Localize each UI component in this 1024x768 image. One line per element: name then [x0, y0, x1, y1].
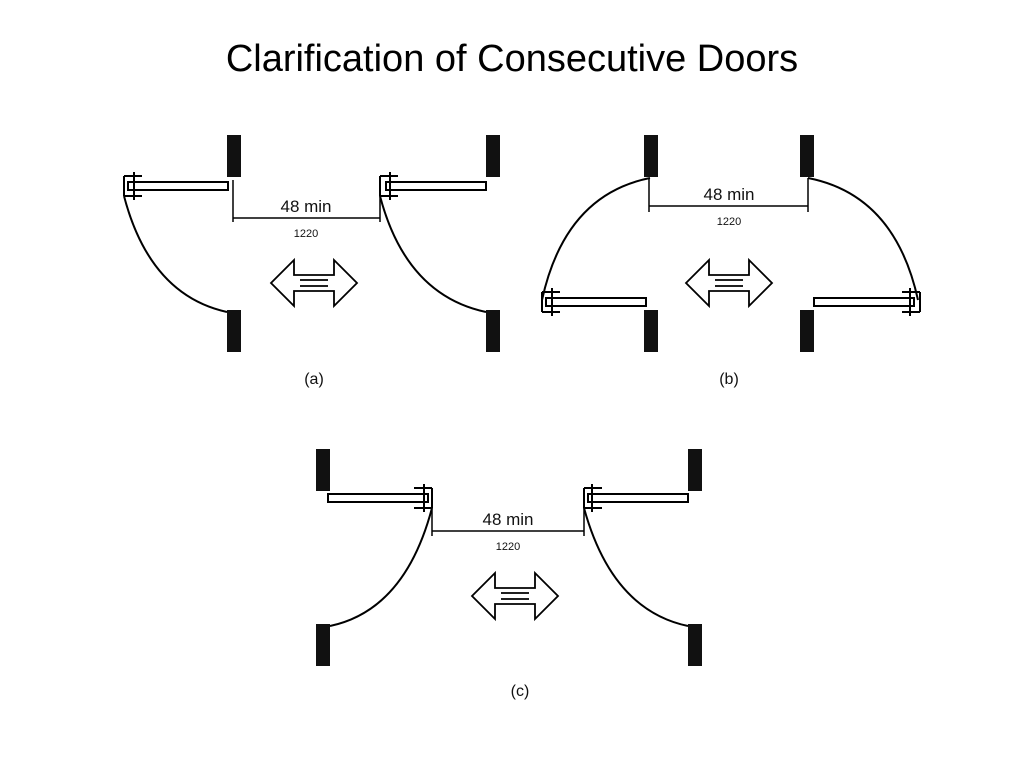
wall-a-right-top — [486, 135, 500, 177]
wall-c-left-bottom — [316, 624, 330, 666]
dimension-b — [648, 178, 809, 212]
dimension-b-metric: 1220 — [717, 216, 741, 228]
swing-c-right — [583, 507, 689, 627]
arrow-a — [269, 257, 359, 309]
dimension-a — [232, 180, 381, 222]
door-a-left — [127, 181, 229, 191]
door-b-left — [545, 297, 647, 307]
swing-b-right — [807, 177, 919, 301]
wall-c-right-bottom — [688, 624, 702, 666]
swing-a-left — [123, 195, 228, 313]
door-c-left-hinge — [414, 484, 433, 512]
wall-c-right-top — [688, 449, 702, 491]
wall-b-right-bottom — [800, 310, 814, 352]
door-a-right-hinge — [379, 172, 398, 200]
wall-c-left-top — [316, 449, 330, 491]
door-a-right — [385, 181, 487, 191]
dimension-a-label: 48 min — [280, 197, 331, 216]
caption-b: (b) — [719, 371, 739, 388]
diagram-b — [541, 135, 921, 352]
wall-b-right-top — [800, 135, 814, 177]
wall-a-right-bottom — [486, 310, 500, 352]
door-b-left-hinge — [541, 288, 560, 316]
dimension-c — [431, 508, 585, 536]
page-title: Clarification of Consecutive Doors — [225, 38, 799, 80]
arrow-c — [470, 570, 560, 622]
swing-c-left — [329, 507, 433, 627]
diagram-a — [123, 135, 500, 352]
door-a-left-hinge — [123, 172, 142, 200]
swing-a-right — [379, 195, 487, 313]
door-c-left — [327, 493, 429, 503]
dimension-c-label: 48 min — [482, 510, 533, 529]
door-c-right-hinge — [583, 484, 602, 512]
door-b-right-hinge — [902, 288, 921, 316]
door-b-right — [813, 297, 915, 307]
door-c-right — [587, 493, 689, 503]
dimension-c-metric: 1220 — [496, 541, 520, 553]
diagram-c — [316, 449, 702, 666]
caption-a: (a) — [304, 371, 324, 388]
dimension-a-metric: 1220 — [294, 228, 318, 240]
wall-b-left-top — [644, 135, 658, 177]
caption-c: (c) — [511, 683, 530, 700]
wall-a-left-bottom — [227, 310, 241, 352]
dimension-b-label: 48 min — [703, 185, 754, 204]
swing-b-left — [541, 177, 651, 301]
arrow-b — [684, 257, 774, 309]
wall-b-left-bottom — [644, 310, 658, 352]
wall-a-left-top — [227, 135, 241, 177]
